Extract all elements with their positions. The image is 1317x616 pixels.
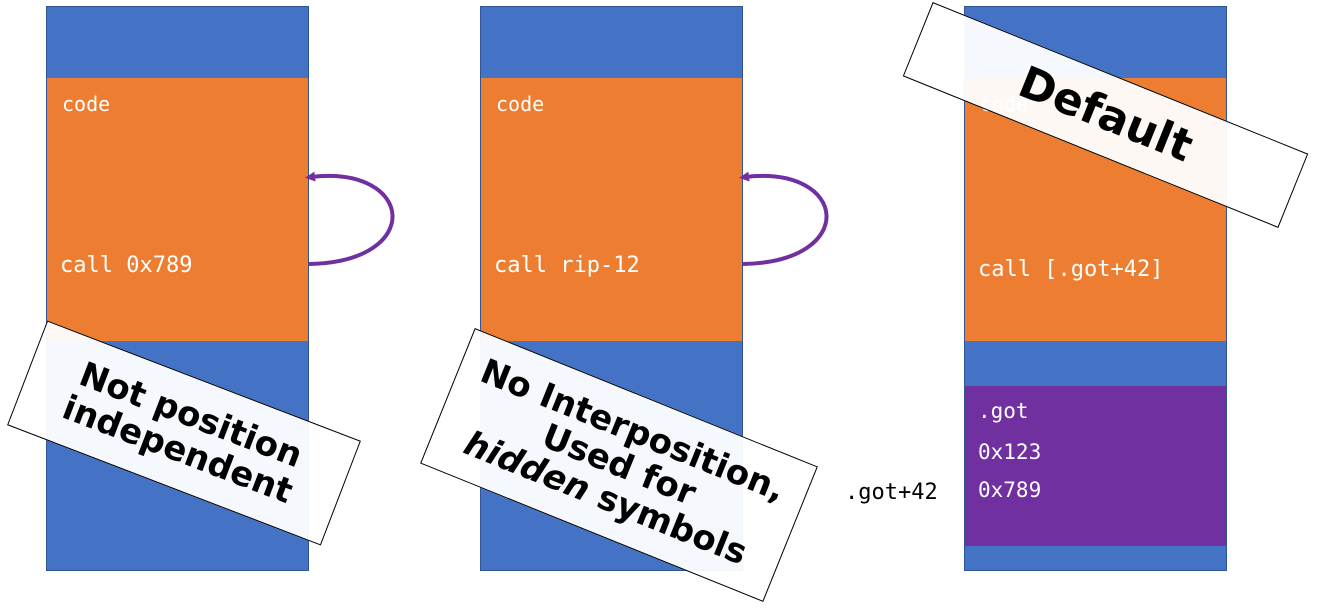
code-section-col1 <box>47 78 308 341</box>
call-instruction-col2: call rip-12 <box>494 253 640 278</box>
jump-arrow-col1 <box>305 171 395 266</box>
call-instruction-col1: call 0x789 <box>60 253 193 278</box>
got-label: .got <box>978 399 1029 423</box>
code-label-col1: code <box>62 92 111 116</box>
got-entry: 0x789 <box>978 478 1042 502</box>
call-instruction-col3: call [.got+42] <box>978 257 1164 282</box>
jump-arrow-col2 <box>739 171 829 266</box>
got-offset-label: .got+42 <box>845 480 938 505</box>
got-entry: 0x123 <box>978 440 1042 464</box>
code-section-col2 <box>481 78 742 341</box>
code-label-col2: code <box>496 92 545 116</box>
got-section <box>965 386 1226 546</box>
